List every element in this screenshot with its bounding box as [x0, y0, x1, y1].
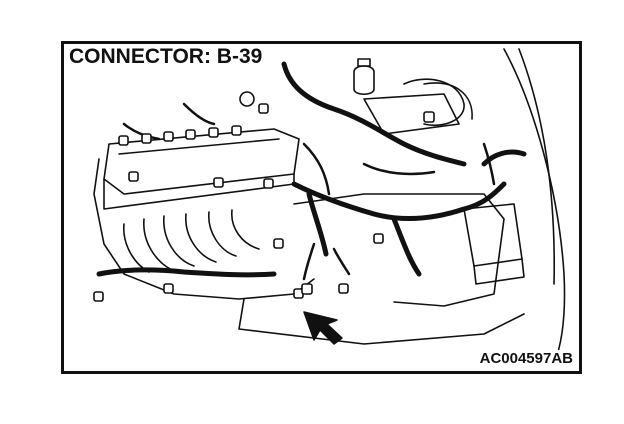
- engine-block: [93, 158, 315, 300]
- lower-body: [238, 298, 525, 345]
- diagram-frame: CONNECTOR: B-39: [61, 41, 582, 374]
- fender-line: [518, 48, 556, 285]
- connector-sensor-5: [373, 233, 384, 244]
- hood-outline: [503, 48, 566, 365]
- harness-branch-4: [122, 122, 161, 141]
- bulkhead: [293, 193, 505, 307]
- connector-injector-5: [208, 127, 219, 138]
- connector-injector-1: [118, 135, 129, 146]
- harness-branch-5: [302, 242, 316, 281]
- harness-right: [481, 149, 527, 167]
- reservoir: [353, 65, 375, 96]
- harness-branch-3: [182, 102, 216, 126]
- engine-bay-illustration: [93, 48, 566, 365]
- intake-runner-2: [143, 218, 173, 271]
- fuse-box: [363, 93, 460, 135]
- air-cleaner: [403, 78, 465, 126]
- connector-injector-2: [141, 133, 152, 144]
- intake-runner-4: [185, 213, 217, 263]
- harness-lower: [291, 181, 507, 222]
- connector-relay: [423, 111, 435, 123]
- connector-top: [258, 103, 269, 114]
- battery-box-side: [473, 258, 525, 285]
- connector-coil-2: [213, 177, 224, 188]
- connector-sensor-3: [163, 283, 174, 294]
- harness-branch-6: [332, 247, 351, 276]
- diagram-title: CONNECTOR: B-39: [68, 45, 266, 69]
- intake-runner-6: [231, 209, 260, 250]
- harness-branch-7: [482, 142, 496, 186]
- connector-sensor-2: [273, 238, 284, 249]
- battery-box: [463, 203, 523, 267]
- strut-tower: [423, 82, 473, 120]
- pointer-arrow: [303, 311, 343, 345]
- connector-sensor-1: [263, 178, 274, 189]
- harness-main: [281, 61, 467, 167]
- figure-code: AC004597AB: [477, 350, 575, 368]
- harness-drop: [306, 191, 329, 257]
- intake-runner-1: [123, 223, 150, 273]
- valve-cover-top: [118, 138, 280, 155]
- harness-branch-2: [362, 162, 436, 176]
- cylinder-head: [103, 173, 295, 210]
- connector-injector-3: [163, 131, 174, 142]
- harness-front: [96, 267, 277, 278]
- connector-injector-6: [231, 125, 242, 136]
- harness-side: [391, 216, 422, 277]
- harness-branch-1: [302, 142, 331, 196]
- connector-injector-4: [185, 129, 196, 140]
- reservoir-cap: [357, 58, 371, 67]
- connector-sensor-7: [338, 283, 349, 294]
- intake-runner-3: [163, 215, 195, 267]
- connector-distributor: [239, 91, 255, 107]
- connector-b39: [301, 283, 313, 295]
- intake-runner-5: [208, 211, 237, 257]
- connector-coil-1: [128, 171, 139, 182]
- connector-sensor-4: [93, 291, 104, 302]
